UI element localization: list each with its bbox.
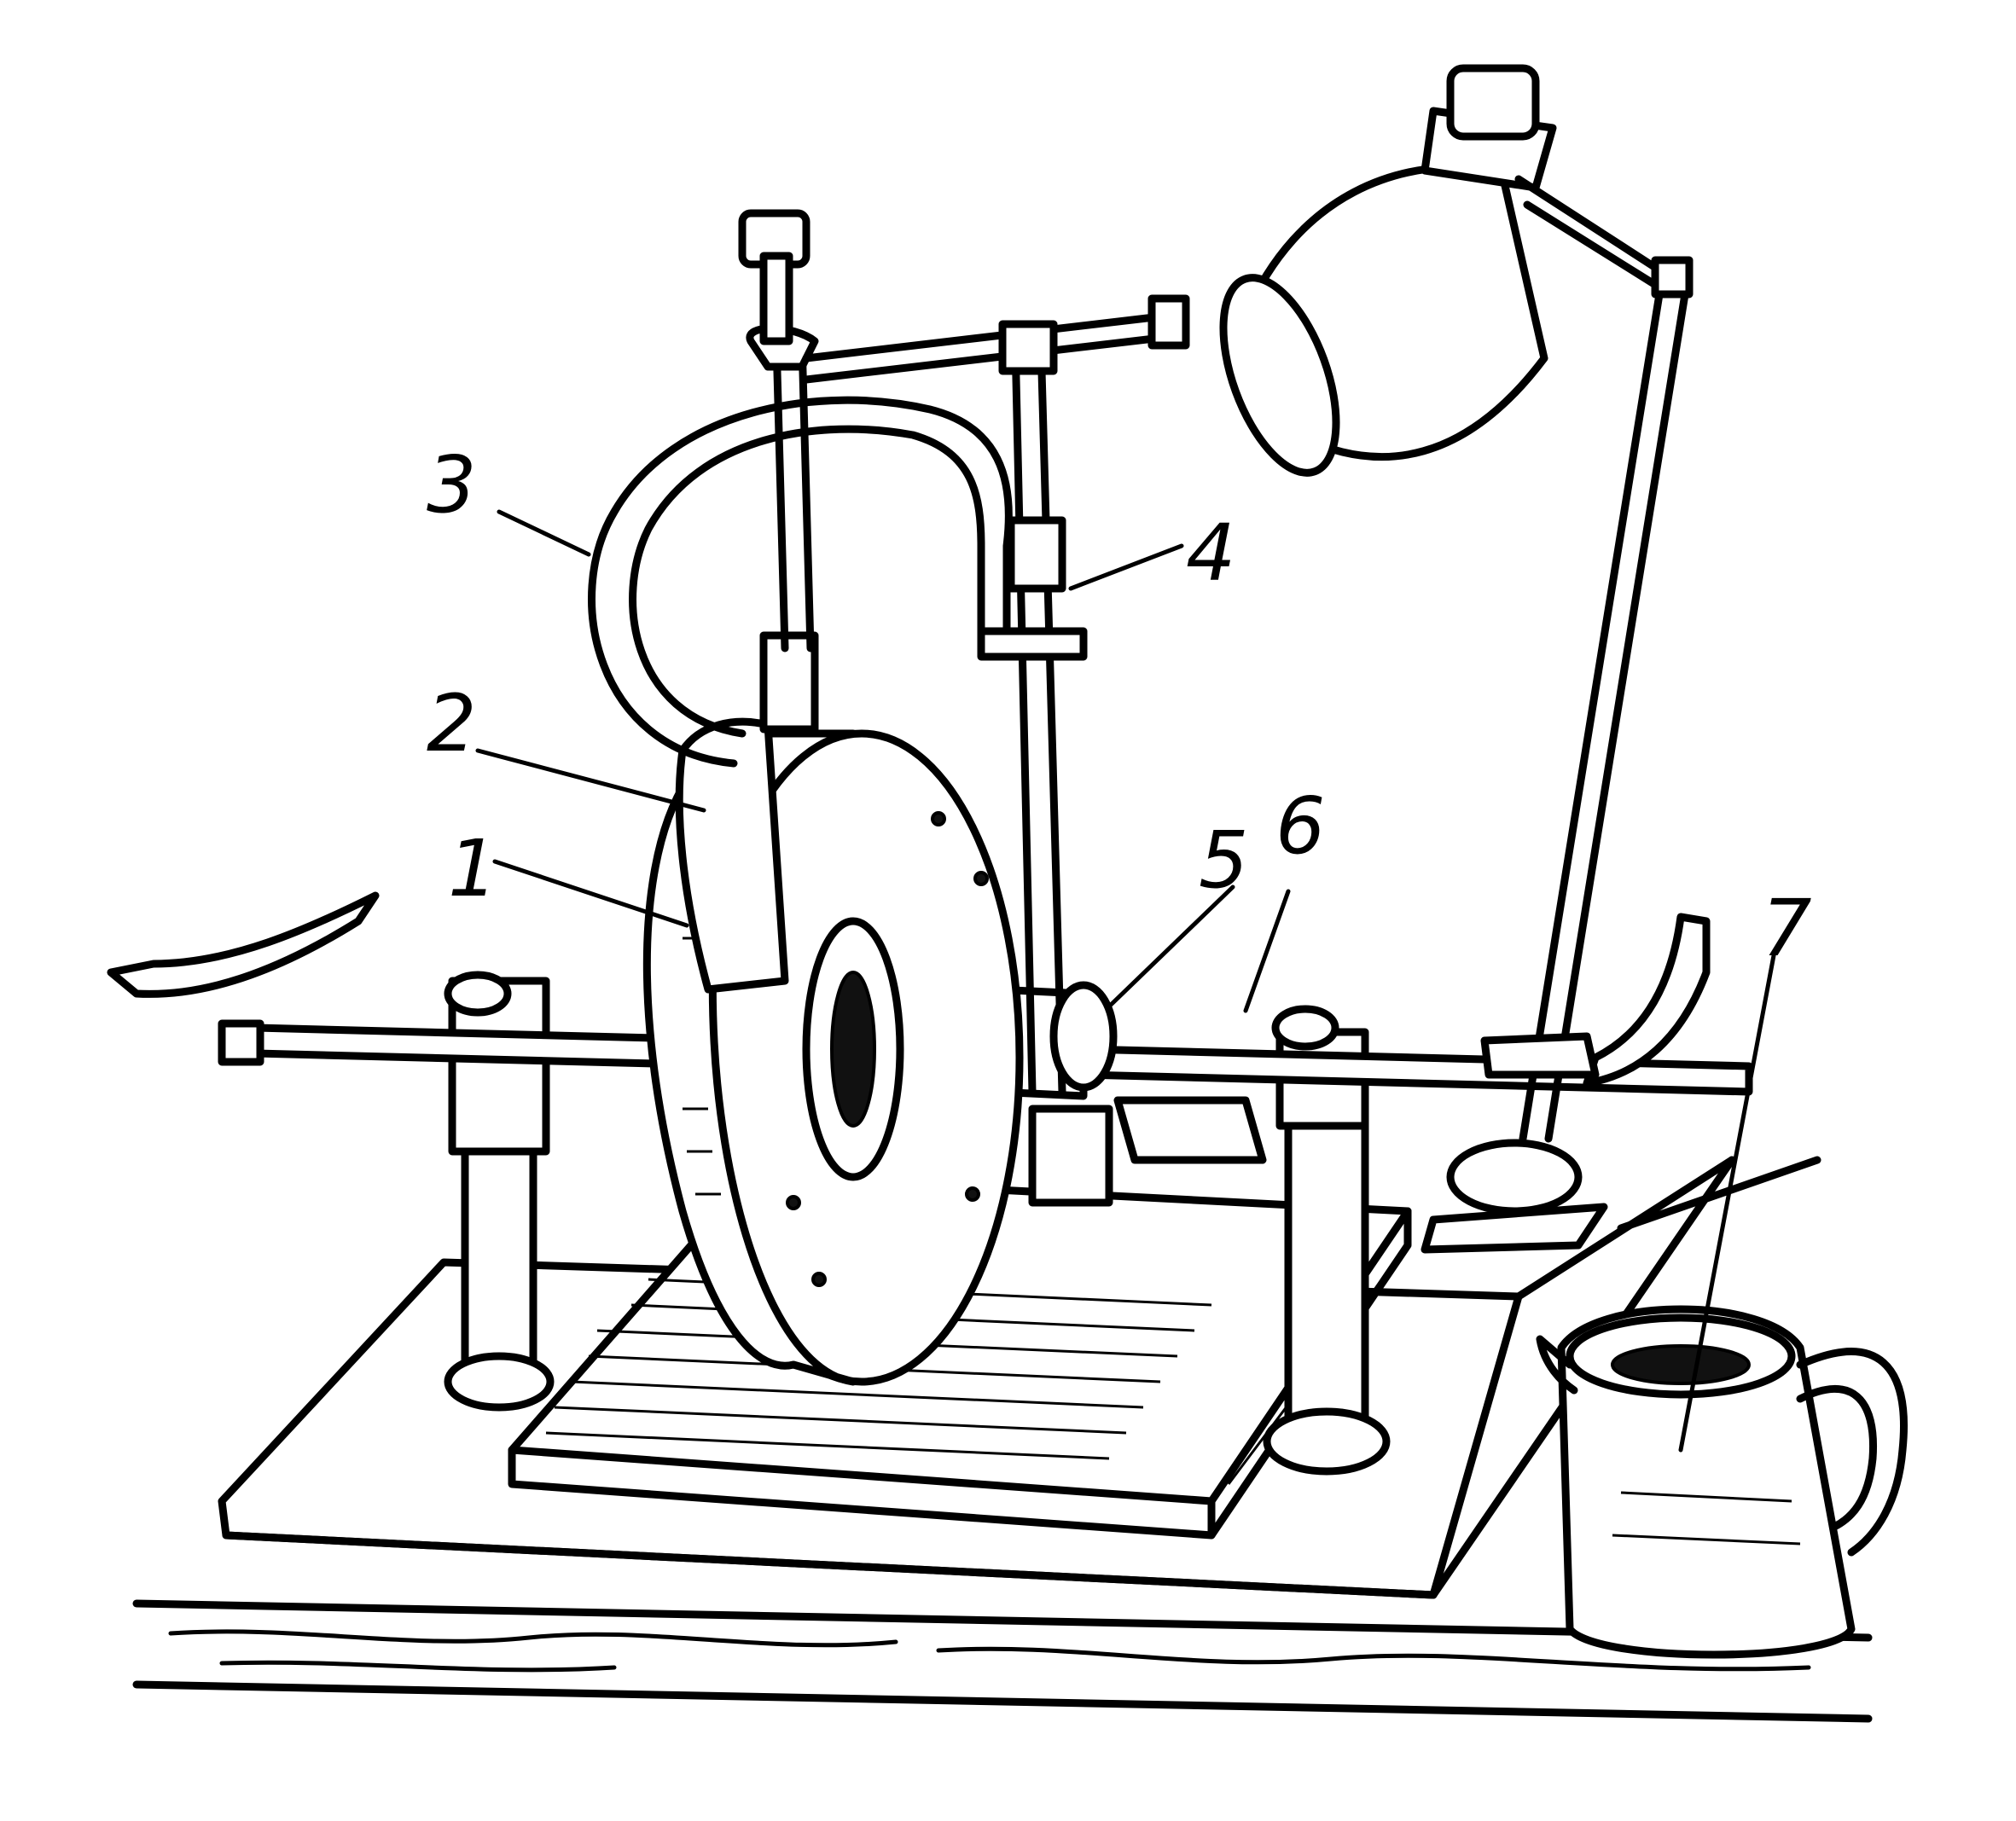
upper-frame	[738, 209, 1190, 1096]
lamp	[1219, 64, 1694, 1254]
callout-labels: 3 4 2 1 5 6 7	[427, 439, 1812, 974]
label-3: 3	[427, 439, 477, 531]
right-support-post	[1263, 1005, 1391, 1476]
axle-clamp	[1028, 981, 1267, 1207]
label-1: 1	[448, 823, 498, 914]
label-5: 5	[1199, 815, 1249, 906]
label-4: 4	[1186, 507, 1236, 599]
water-hose	[588, 396, 1013, 768]
label-7: 7	[1762, 883, 1812, 974]
water-jug	[1536, 1305, 1908, 1659]
label-6: 6	[1275, 780, 1326, 872]
right-handle	[1583, 913, 1711, 1087]
label-2: 2	[427, 678, 477, 769]
left-support-post	[444, 971, 555, 1412]
left-handle	[107, 891, 380, 1066]
leader-lines	[475, 509, 1777, 1453]
